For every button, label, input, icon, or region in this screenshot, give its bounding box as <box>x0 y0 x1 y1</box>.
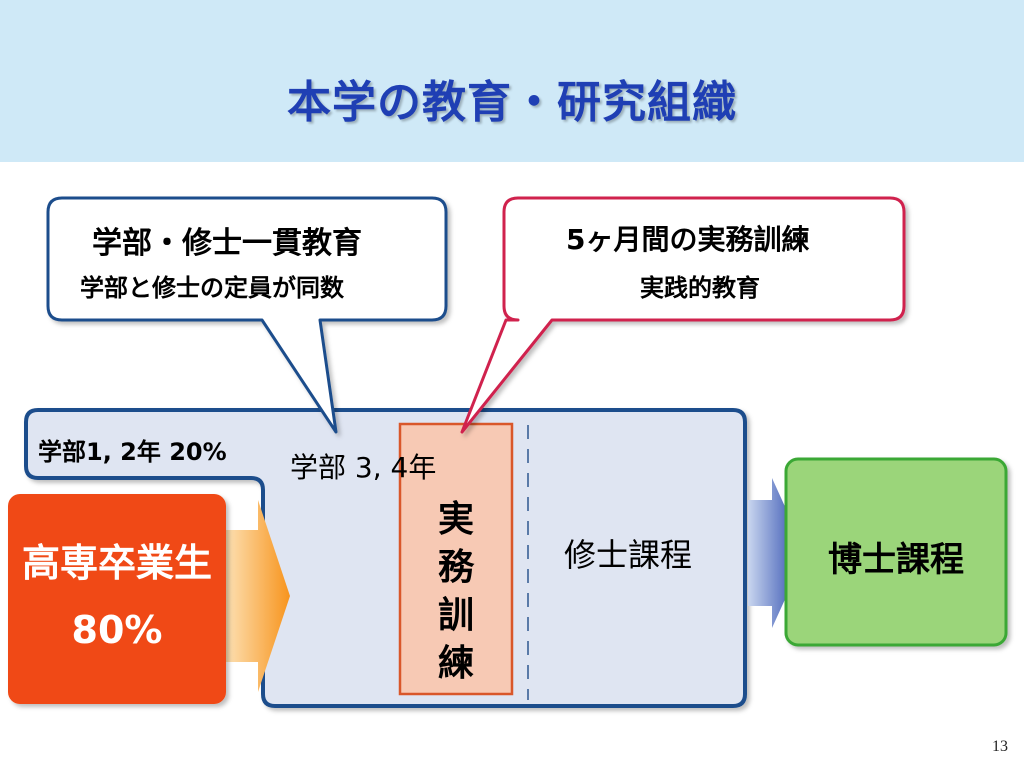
callout-integrated-education <box>46 196 448 434</box>
master-course-label: 修士課程 <box>564 536 693 574</box>
page-number: 13 <box>992 738 1008 755</box>
callout-right-title: 5ヶ月間の実務訓練 <box>566 223 810 256</box>
kosen-graduates-box <box>8 494 226 704</box>
undergrad-year12-label: 学部1, 2年 20% <box>38 438 227 466</box>
practicum-label: 実務訓練 <box>437 499 474 684</box>
doctor-course-box <box>784 457 1008 647</box>
callout-right-subtitle: 実践的教育 <box>640 274 760 302</box>
kosen-graduates-label: 高専卒業生 <box>21 541 212 585</box>
undergrad-year34-label: 学部 3, 4年 <box>290 451 437 484</box>
kosen-graduates-percent: 80% <box>71 608 163 652</box>
callout-practical-training <box>460 196 906 434</box>
title-banner <box>0 0 1024 162</box>
slide-title: 本学の教育・研究組織 <box>287 77 737 128</box>
callout-left-title: 学部・修士一貫教育 <box>92 226 362 261</box>
practicum-box <box>398 422 514 696</box>
doctor-course-label: 博士課程 <box>828 540 964 580</box>
kosen-entry-arrow <box>224 500 290 692</box>
doctor-progression-arrow <box>748 478 806 628</box>
callout-left-subtitle: 学部と修士の定員が同数 <box>80 274 344 302</box>
undergraduate-master-program-box <box>24 408 747 708</box>
